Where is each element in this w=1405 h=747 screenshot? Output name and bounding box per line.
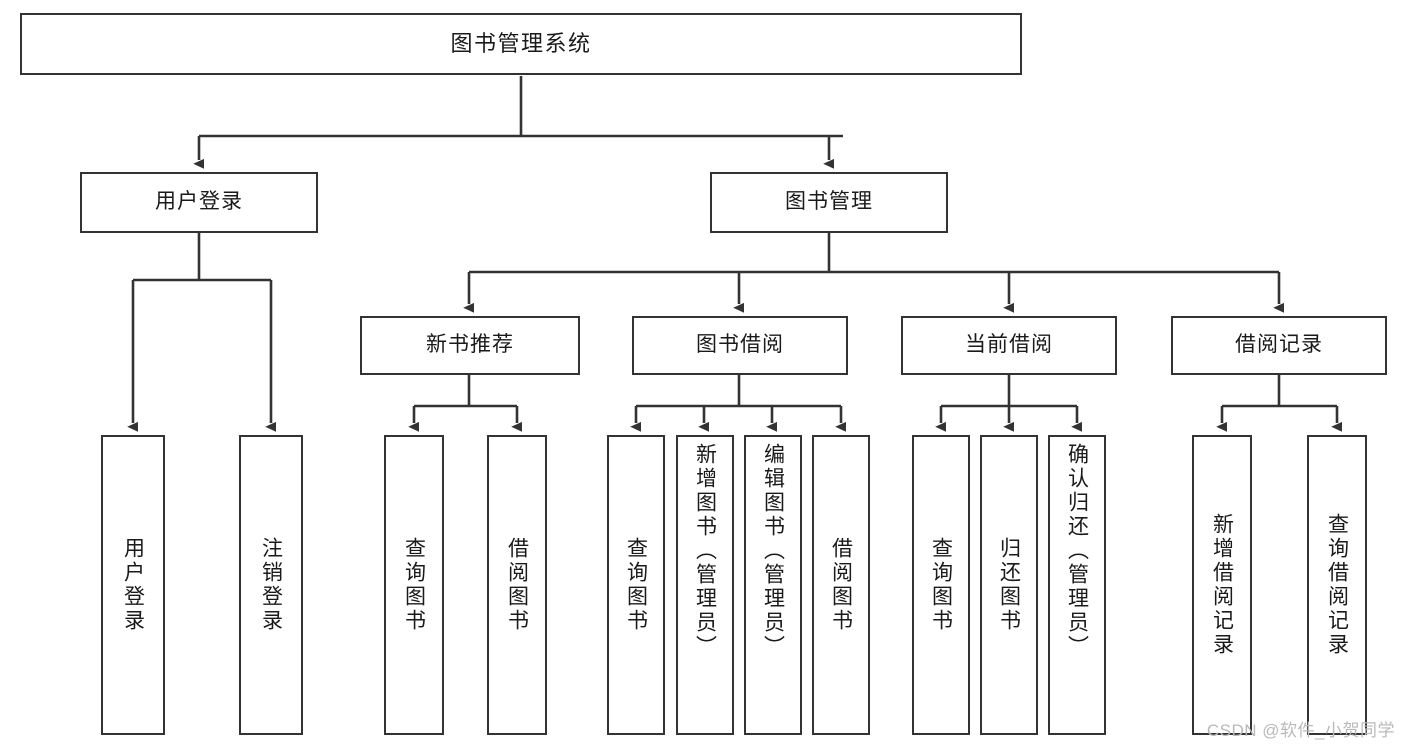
node-book-management[interactable]: 图书管理 xyxy=(710,172,948,233)
leaf-newbooks-borrow-book[interactable]: 借阅图书 xyxy=(487,435,547,735)
node-root-label: 图书管理系统 xyxy=(450,31,592,57)
leaf-newbooks-query-book[interactable]: 查询图书 xyxy=(384,435,444,735)
node-new-book-recommend-label: 新书推荐 xyxy=(426,333,514,357)
leaf-user-login-label: 用户登录 xyxy=(121,537,145,633)
leaf-newbooks-query-book-label: 查询图书 xyxy=(402,537,426,633)
leaf-current-confirm-return-admin-label: 确认归还（管理员） xyxy=(1065,443,1089,659)
leaf-current-query-book-label: 查询图书 xyxy=(929,537,953,633)
leaf-current-return-book-label: 归还图书 xyxy=(997,537,1021,633)
leaf-logout[interactable]: 注销登录 xyxy=(239,435,303,735)
leaf-borrow-borrow-book[interactable]: 借阅图书 xyxy=(812,435,870,735)
leaf-logout-label: 注销登录 xyxy=(259,537,283,633)
leaf-borrow-edit-book-admin-label: 编辑图书（管理员） xyxy=(761,443,785,659)
leaf-user-login[interactable]: 用户登录 xyxy=(101,435,165,735)
leaf-borrow-edit-book-admin[interactable]: 编辑图书（管理员） xyxy=(744,435,802,735)
node-current-borrow-label: 当前借阅 xyxy=(965,333,1053,357)
node-user-login-label: 用户登录 xyxy=(155,190,243,214)
watermark-text: CSDN @软件_小贺同学 xyxy=(1206,721,1395,740)
node-book-management-label: 图书管理 xyxy=(785,190,873,214)
leaf-borrow-query-book-label: 查询图书 xyxy=(624,537,648,633)
node-book-borrow-label: 图书借阅 xyxy=(696,333,784,357)
node-root[interactable]: 图书管理系统 xyxy=(20,13,1022,75)
leaf-newbooks-borrow-book-label: 借阅图书 xyxy=(505,537,529,633)
leaf-borrow-query-book[interactable]: 查询图书 xyxy=(607,435,665,735)
leaf-current-confirm-return-admin[interactable]: 确认归还（管理员） xyxy=(1048,435,1106,735)
node-new-book-recommend[interactable]: 新书推荐 xyxy=(360,316,580,375)
node-current-borrow[interactable]: 当前借阅 xyxy=(901,316,1117,375)
leaf-borrow-add-book-admin-label: 新增图书（管理员） xyxy=(693,443,717,659)
node-borrow-records-label: 借阅记录 xyxy=(1235,333,1323,357)
leaf-records-query-record-label: 查询借阅记录 xyxy=(1325,513,1349,657)
node-borrow-records[interactable]: 借阅记录 xyxy=(1171,316,1387,375)
leaf-records-add-record[interactable]: 新增借阅记录 xyxy=(1192,435,1252,735)
node-book-borrow[interactable]: 图书借阅 xyxy=(632,316,848,375)
leaf-records-query-record[interactable]: 查询借阅记录 xyxy=(1307,435,1367,735)
leaf-current-return-book[interactable]: 归还图书 xyxy=(980,435,1038,735)
node-user-login[interactable]: 用户登录 xyxy=(80,172,318,233)
leaf-borrow-add-book-admin[interactable]: 新增图书（管理员） xyxy=(676,435,734,735)
leaf-current-query-book[interactable]: 查询图书 xyxy=(912,435,970,735)
leaf-records-add-record-label: 新增借阅记录 xyxy=(1210,513,1234,657)
leaf-borrow-borrow-book-label: 借阅图书 xyxy=(829,537,853,633)
